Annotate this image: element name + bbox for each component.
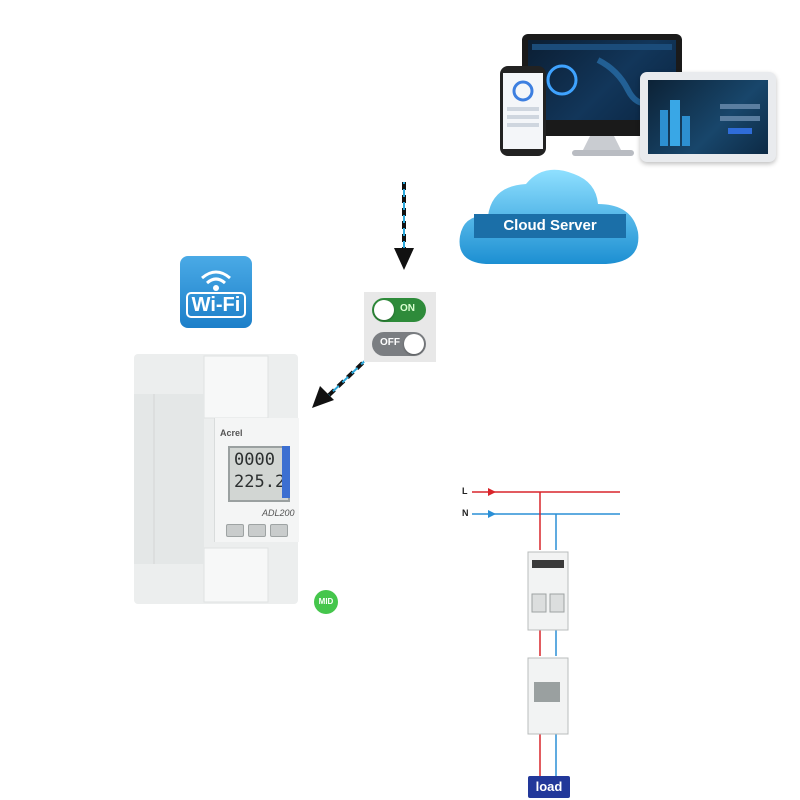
meter-button-left[interactable] xyxy=(226,524,244,537)
meter-button-right[interactable] xyxy=(270,524,288,537)
cloud-server-label: Cloud Server xyxy=(474,214,626,238)
meter-housing-graphic xyxy=(134,355,269,603)
lcd-backlight-bar xyxy=(282,446,290,498)
meter-model-label: ADL200 xyxy=(262,508,295,518)
wifi-icon xyxy=(201,270,231,291)
arrow-down-head xyxy=(394,248,414,270)
meter-button-middle[interactable] xyxy=(248,524,266,537)
lcd-line-2: 225.2 xyxy=(234,472,286,492)
wifi-badge: Wi-Fi xyxy=(180,256,252,328)
monitor-stand xyxy=(582,136,622,152)
line-label: L xyxy=(462,486,468,496)
brand-logo: Acrel xyxy=(220,428,243,438)
tablet xyxy=(640,72,776,162)
neutral-label: N xyxy=(462,508,469,518)
phone-app-graphic xyxy=(507,80,539,127)
monitor-base xyxy=(572,150,634,156)
tablet-city-graphic xyxy=(660,100,760,146)
meter-lcd-display: 0000 225.2 xyxy=(228,446,290,502)
toggle-off[interactable]: OFF xyxy=(372,332,426,356)
remote-switch-panel: ON OFF xyxy=(364,292,436,362)
mid-badge: MID xyxy=(314,590,338,614)
on-label: ON xyxy=(400,303,415,314)
phone-app-screen xyxy=(503,73,543,149)
wifi-label: Wi-Fi xyxy=(185,292,247,318)
toggle-on[interactable]: ON xyxy=(372,298,426,322)
load-label: load xyxy=(528,776,570,798)
off-label: OFF xyxy=(380,337,400,348)
tablet-city-screen xyxy=(648,80,768,154)
arrow-diagonal-head xyxy=(312,386,334,408)
smartphone xyxy=(500,66,546,156)
toggle-off-knob xyxy=(404,334,424,354)
lcd-line-1: 0000 xyxy=(234,450,275,470)
toggle-on-knob xyxy=(374,300,394,320)
